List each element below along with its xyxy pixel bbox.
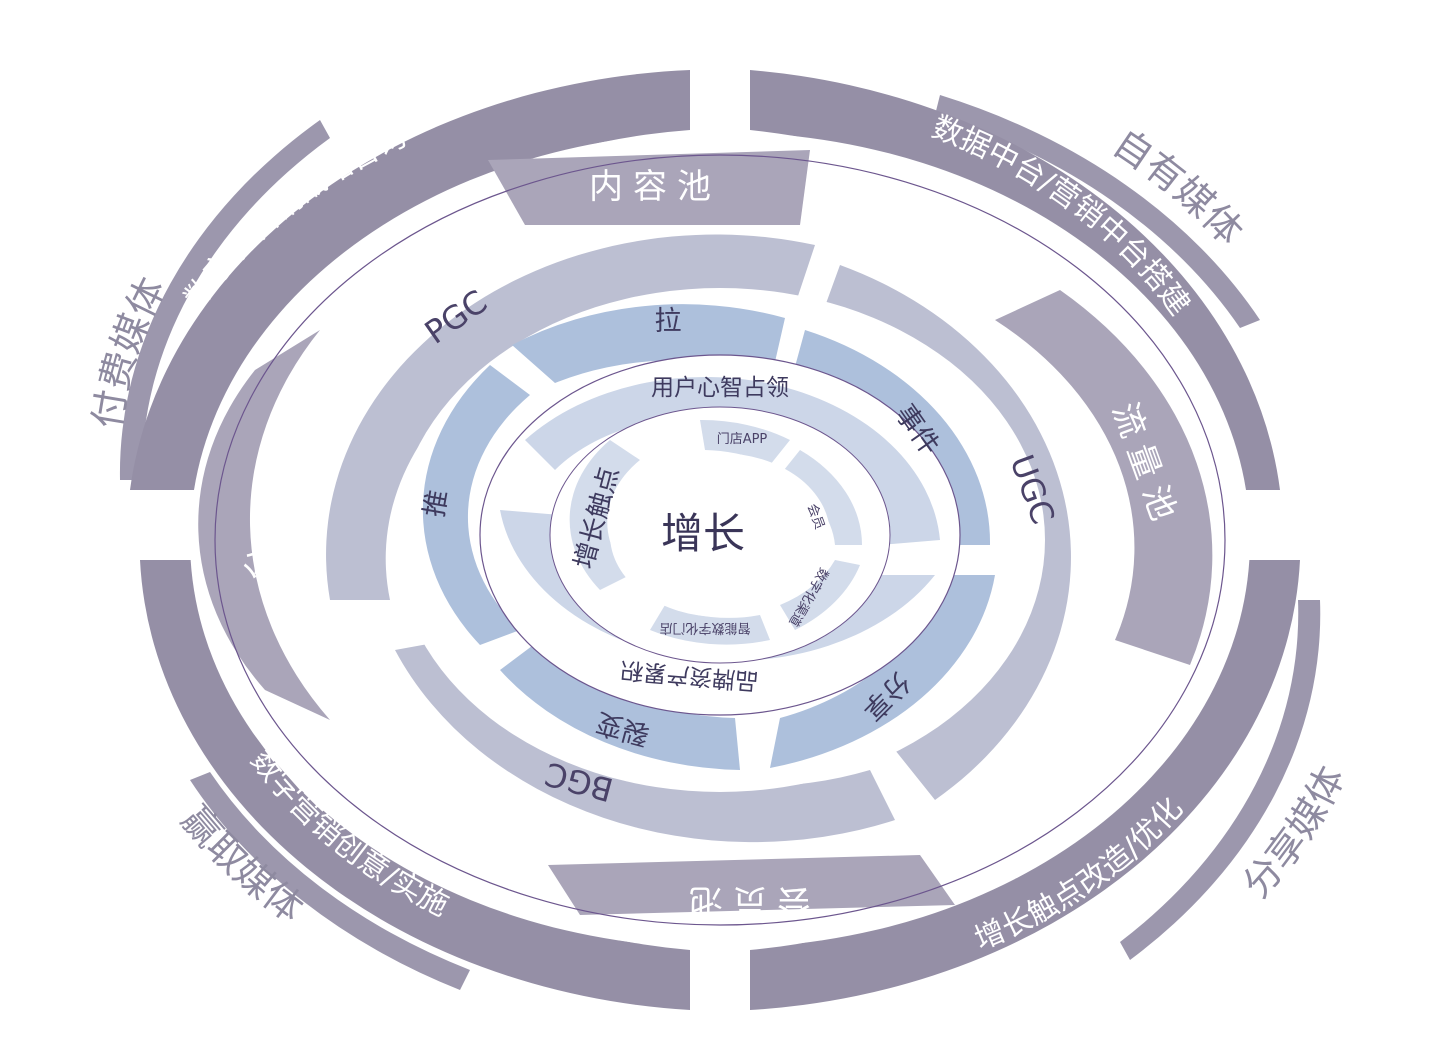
service-band-top-left xyxy=(130,70,690,490)
pull-label: 拉 xyxy=(655,306,682,337)
pool-label-member: 会员池 xyxy=(679,881,811,921)
pool-block-left xyxy=(198,330,330,720)
fission-segment xyxy=(500,640,740,770)
touch-label-smart-store: 智能数字化门店 xyxy=(659,620,750,635)
touch-segment-store-app xyxy=(700,419,790,465)
earned-media-arc xyxy=(190,772,470,990)
touch-label-store-app: 门店APP xyxy=(717,432,768,447)
pool-block-bottom xyxy=(548,855,955,915)
share-segment xyxy=(770,575,995,768)
center-label: 增长 xyxy=(661,509,745,558)
pull-segment xyxy=(512,304,785,383)
push-label: 推 xyxy=(419,488,454,520)
bgc-segment xyxy=(395,640,895,843)
pool-block-top xyxy=(488,150,810,225)
touch-segment-member xyxy=(780,450,863,545)
service-band-bottom-right xyxy=(750,560,1300,1010)
pgc-segment xyxy=(326,234,815,600)
push-segment xyxy=(422,365,530,645)
pool-label-content: 内容池 xyxy=(589,167,721,207)
pool-block-right xyxy=(995,290,1213,665)
shared-media-arc xyxy=(1120,600,1321,960)
ugc-segment xyxy=(820,265,1071,800)
touch-segment-digital-channel xyxy=(780,560,860,630)
mind-top-segment xyxy=(525,377,940,545)
owned-media-arc xyxy=(935,95,1260,328)
service-band-bottom-left xyxy=(140,560,690,1010)
mind-top-label: 用户心智占领 xyxy=(651,375,789,401)
touch-segment-growth xyxy=(569,440,640,590)
touch-segment-smart-store xyxy=(650,605,770,645)
